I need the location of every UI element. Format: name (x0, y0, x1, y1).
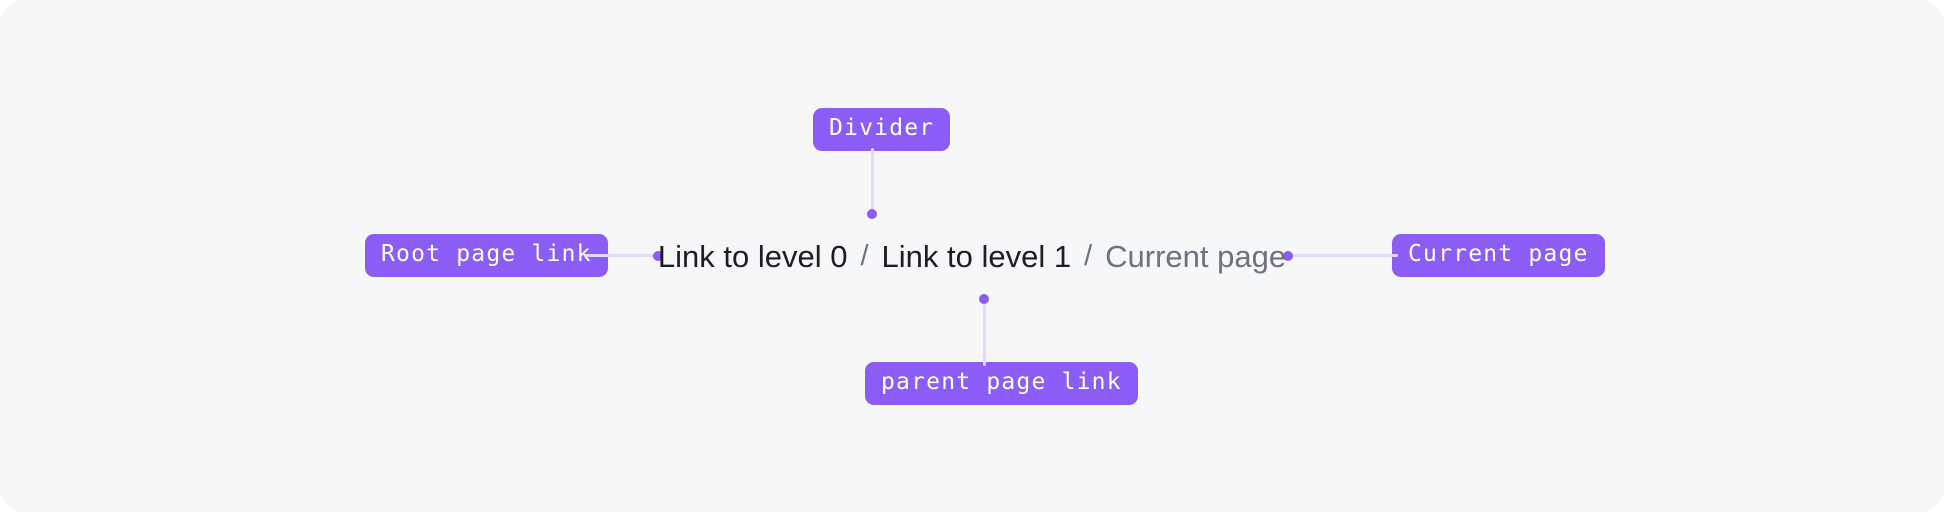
breadcrumb: Link to level 0 / Link to level 1 / Curr… (0, 232, 1944, 280)
annotation-badge-parent-page-link: parent page link (865, 362, 1138, 405)
connector-dot-root-page-link (653, 251, 663, 261)
breadcrumb-item-current-page: Current page (1105, 238, 1287, 274)
connector-dot-divider (867, 209, 877, 219)
annotation-badge-current-page: Current page (1392, 234, 1605, 277)
connector-dot-parent-page-link (979, 294, 989, 304)
breadcrumb-item-link-to-level-1[interactable]: Link to level 1 (881, 238, 1072, 274)
breadcrumb-item-link-to-level-0[interactable]: Link to level 0 (657, 238, 848, 274)
annotation-badge-root-page-link: Root page link (365, 234, 608, 277)
annotation-badge-divider: Divider (813, 108, 951, 151)
breadcrumb-separator: / (1084, 239, 1093, 272)
connector-line-parent-page-link (983, 300, 986, 366)
connector-line-current-page (1288, 254, 1398, 257)
breadcrumb-separator: / (860, 239, 869, 272)
connector-dot-current-page (1283, 251, 1293, 261)
connector-line-root-page-link (585, 254, 663, 257)
connector-line-divider (871, 148, 874, 215)
